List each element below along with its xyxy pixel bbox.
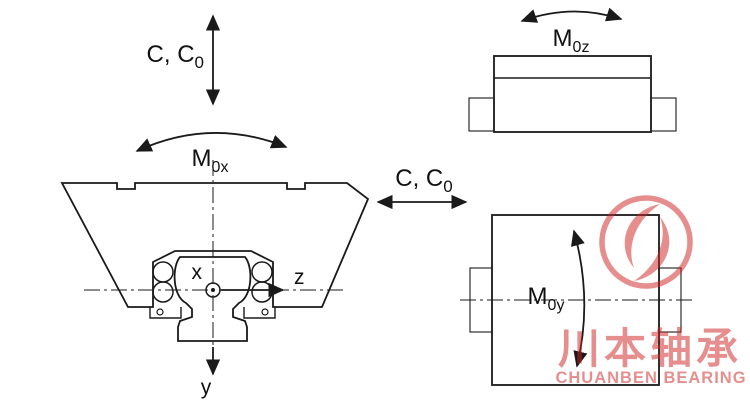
axis-x-label: x: [192, 261, 203, 284]
moment-z-arc: [520, 7, 623, 23]
watermark-logo-swoosh-2: [634, 217, 670, 281]
moment-y-label: M0y: [528, 283, 565, 314]
ball-right-upper: [251, 261, 273, 283]
watermark-logo-swoosh-1: [624, 204, 660, 268]
seal-lip-right: [243, 307, 276, 319]
seal-lip-left: [149, 307, 182, 319]
axis-z-label: z: [294, 266, 305, 289]
moment-z-label: M0z: [553, 25, 590, 56]
ball-left-upper: [152, 261, 174, 283]
load-label-horizontal: C, C0: [395, 165, 452, 196]
rail-profile: [173, 256, 252, 342]
moment-x-label: M0x: [192, 145, 229, 176]
watermark-chinese: 川本轴承: [558, 324, 742, 373]
carriage-outline: [60, 182, 370, 308]
front-view-rail-left: [468, 97, 495, 132]
seal-screw-right: [261, 308, 269, 316]
watermark: 川本轴承 CHUANBEN BEARING: [555, 195, 746, 387]
moment-y-arc: [570, 229, 588, 368]
moment-x-arc: [135, 132, 288, 152]
watermark-english: CHUANBEN BEARING: [555, 369, 746, 387]
load-label-vertical: C, C0: [147, 41, 204, 72]
watermark-logo-ring: [599, 195, 693, 289]
axis-y-label: y: [201, 376, 212, 399]
origin-dot: [211, 288, 215, 292]
ball-left-lower: [152, 281, 174, 303]
origin-symbol: [205, 282, 221, 298]
front-view-block: [493, 55, 652, 133]
seal-screw-left: [156, 308, 164, 316]
ball-right-lower: [251, 281, 273, 303]
front-view-rail-right: [650, 97, 677, 132]
